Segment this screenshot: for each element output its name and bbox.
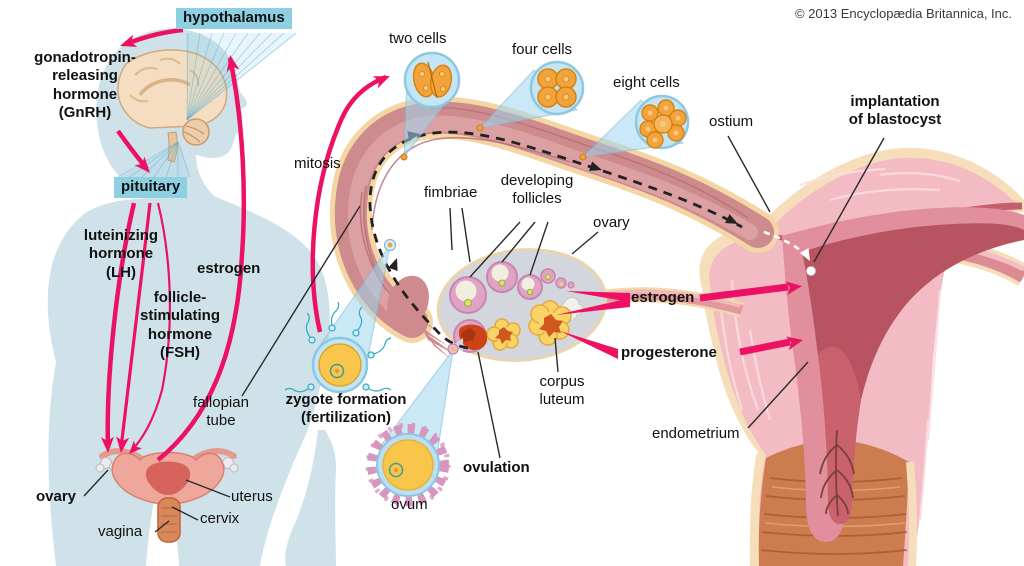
- implantation-site-dot: [806, 266, 816, 276]
- mitosis-label: mitosis: [294, 155, 341, 172]
- pituitary-ray-fan: [117, 141, 191, 178]
- ovary-illustration: [436, 248, 608, 362]
- uterine-cavity: [802, 223, 1024, 524]
- arrow-fsh-to-ovary: [119, 202, 152, 449]
- implantation-label: implantation of blastocyst: [848, 93, 942, 129]
- two-cells-magnifier: [403, 51, 461, 109]
- ovum-label: ovum: [391, 496, 428, 513]
- copyright-notice: © 2013 Encyclopædia Britannica, Inc.: [795, 6, 1012, 21]
- fimbriae-label: fimbriae: [424, 184, 478, 201]
- uterus-label: uterus: [231, 488, 273, 505]
- arrow-mitosis: [310, 74, 387, 333]
- corpus-luteum-label: corpus luteum: [539, 373, 585, 409]
- zygote-magnifier: [284, 301, 392, 394]
- pituitary-label: pituitary: [114, 177, 188, 199]
- fallopian-tube-label: fallopian tube: [193, 394, 249, 430]
- ovulation-label: ovulation: [463, 459, 530, 476]
- estrogen-center-label: estrogen: [631, 289, 695, 306]
- zygote-formation-label: zygote formation (fertilization): [285, 391, 407, 427]
- hormone-arrowheads: [100, 34, 803, 454]
- eight-cells-label: eight cells: [613, 74, 680, 91]
- ovary-center-label: ovary: [593, 214, 630, 231]
- arrow-progesterone-to-uterus: [739, 338, 791, 356]
- leader-lines: [83, 135, 885, 533]
- hypothalamus-label: hypothalamus: [176, 8, 292, 30]
- arrow-estrogen-to-uterus: [699, 283, 789, 302]
- developing-follicle: [449, 261, 575, 314]
- ostium-label: ostium: [709, 113, 754, 130]
- vagina-label: vagina: [98, 523, 143, 540]
- eight-cells-magnifier: [634, 94, 690, 150]
- implantation-path: [763, 230, 816, 276]
- four-cells-label: four cells: [512, 41, 573, 58]
- ovary-left-label: ovary: [36, 488, 77, 505]
- four-cells-magnifier: [529, 60, 585, 116]
- arrow-estrogen-feedback: [156, 57, 247, 462]
- endometrium-label: endometrium: [652, 425, 740, 442]
- uterus-cross-section: [699, 147, 1024, 566]
- path-source-dots: [383, 124, 587, 355]
- ovulation-follicle: [452, 319, 488, 353]
- two-cells-label: two cells: [389, 30, 447, 47]
- fimbriae-fingers: [392, 296, 454, 360]
- cervical-ridges: [819, 429, 855, 517]
- progesterone-label: progesterone: [621, 344, 717, 361]
- fsh-label: follicle- stimulating hormone (FSH): [139, 289, 220, 361]
- fallopian-tube-large: [329, 96, 779, 360]
- arrow-lh-to-ovary: [105, 202, 137, 449]
- arm-silhouette: [285, 430, 337, 566]
- gnrh-label: gonadotropin- releasing hormone (GnRH): [34, 49, 136, 121]
- sperm-cells: [284, 301, 392, 393]
- arrow-third-to-ovary: [130, 202, 171, 452]
- lh-label: luteinizing hormone (LH): [83, 227, 159, 281]
- ovum-magnifier: [365, 422, 451, 508]
- developing-follicles-label: developing follicles: [500, 172, 574, 208]
- estrogen-left-label: estrogen: [197, 260, 261, 277]
- cervix-label: cervix: [200, 510, 240, 527]
